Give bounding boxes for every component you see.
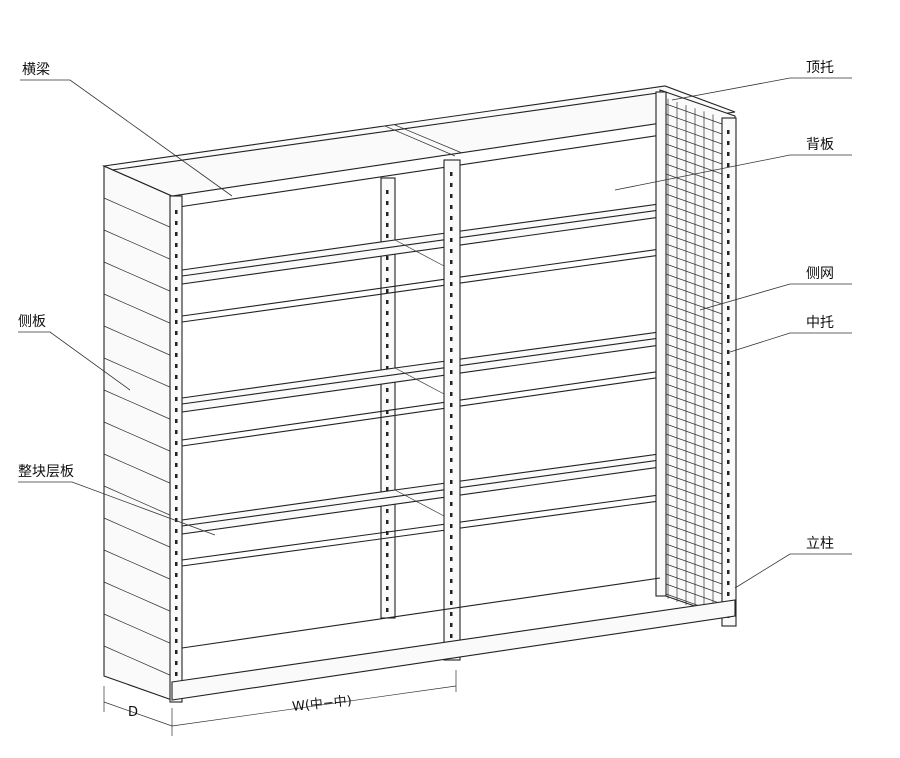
- front-left-post: [169, 195, 183, 703]
- label-shelf-board: 整块层板: [18, 464, 74, 480]
- label-side-panel: 侧板: [18, 314, 46, 330]
- label-mid-support: 中托: [806, 315, 834, 331]
- leader-lines: [18, 77, 852, 589]
- left-side-panel: [103, 165, 173, 701]
- front-middle-post: [443, 159, 461, 661]
- right-side-mesh: [655, 89, 737, 627]
- dimension-lines: [103, 670, 457, 736]
- label-beam: 横梁: [22, 62, 50, 78]
- dimension-depth: D: [128, 705, 138, 720]
- label-post: 立柱: [806, 536, 834, 552]
- top-frame: [102, 85, 736, 209]
- label-top-support: 顶托: [806, 60, 834, 76]
- dimension-width: W(中−中): [291, 694, 352, 715]
- label-side-mesh: 侧网: [806, 266, 834, 282]
- bottom-base: [171, 577, 736, 701]
- label-back-panel: 背板: [806, 137, 834, 153]
